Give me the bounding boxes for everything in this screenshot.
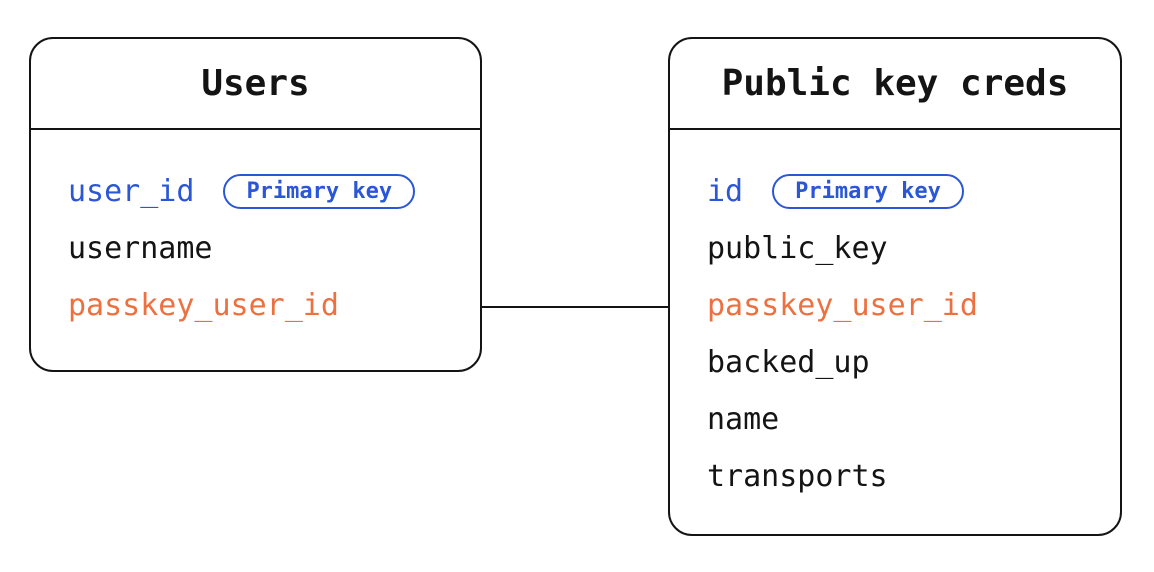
field-row-transports: transports <box>707 448 1120 505</box>
table-public-key-creds-header: Public key creds <box>670 39 1120 130</box>
primary-key-badge: Primary key <box>223 174 416 209</box>
primary-key-badge: Primary key <box>772 174 964 209</box>
field-row-public-key: public_key <box>707 220 1120 277</box>
field-name: user_id <box>68 174 195 209</box>
field-row-id: id Primary key <box>707 163 1120 220</box>
field-name: backed_up <box>707 345 870 380</box>
table-users: Users user_id Primary key username passk… <box>29 37 482 372</box>
table-users-header: Users <box>31 39 480 130</box>
field-name: passkey_user_id <box>68 288 339 323</box>
field-row-username: username <box>68 220 480 277</box>
field-row-name: name <box>707 391 1120 448</box>
field-name: public_key <box>707 231 888 266</box>
field-row-user-id: user_id Primary key <box>68 163 480 220</box>
table-public-key-creds: Public key creds id Primary key public_k… <box>668 37 1122 536</box>
table-users-body: user_id Primary key username passkey_use… <box>31 130 480 334</box>
field-name: username <box>68 231 213 266</box>
field-name: passkey_user_id <box>707 288 978 323</box>
table-title: Users <box>201 63 310 104</box>
field-row-backed-up: backed_up <box>707 334 1120 391</box>
relationship-line <box>482 306 668 308</box>
table-public-key-creds-body: id Primary key public_key passkey_user_i… <box>670 130 1120 505</box>
field-name: name <box>707 402 780 437</box>
table-title: Public key creds <box>721 63 1069 104</box>
field-row-passkey-user-id: passkey_user_id <box>68 277 480 334</box>
field-name: transports <box>707 459 888 494</box>
field-name: id <box>707 174 744 209</box>
field-row-passkey-user-id: passkey_user_id <box>707 277 1120 334</box>
